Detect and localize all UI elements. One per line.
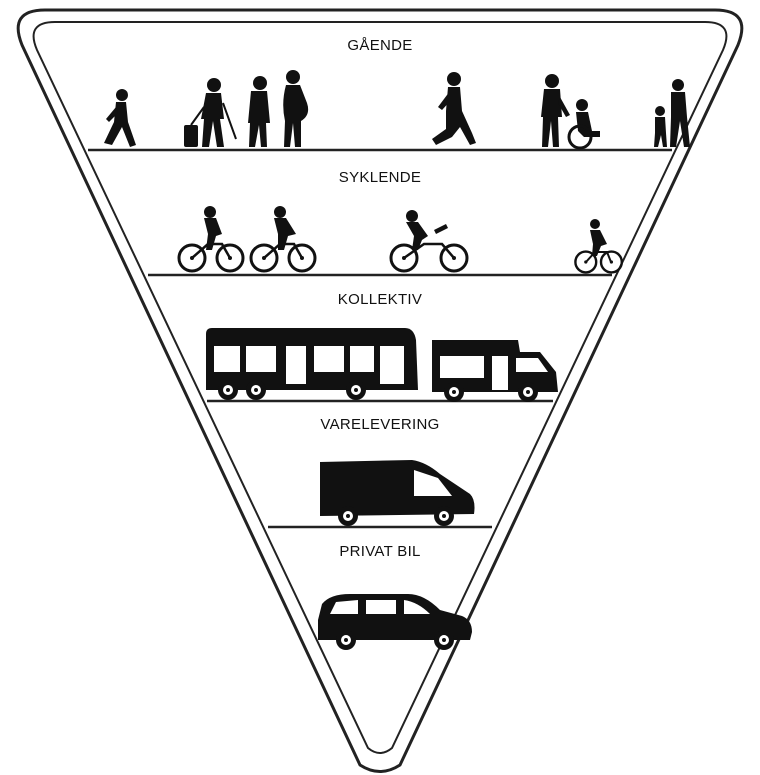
cargo-bike-icon	[391, 210, 467, 271]
tandem-cyclist-icon	[179, 206, 243, 271]
tier-label-varelevering: VARELEVERING	[320, 416, 439, 433]
minibus-icon	[432, 340, 558, 402]
person-pushing-wheelchair-icon	[541, 74, 600, 148]
person-with-suitcase-icon	[184, 78, 236, 147]
private-car-icon	[318, 594, 472, 650]
child-cyclist-icon	[575, 219, 621, 272]
tier-label-kollektiv: KOLLEKTIV	[338, 291, 422, 308]
bus-icon	[206, 328, 418, 400]
walking-person-icon	[104, 89, 136, 147]
cyclist-icon	[251, 206, 315, 271]
tier-label-syklende: SYKLENDE	[339, 169, 421, 186]
tier-label-privat-bil: PRIVAT BIL	[339, 543, 420, 560]
tier-label-gaende: GÅENDE	[347, 37, 412, 54]
elderly-person-with-cane-icon	[248, 76, 270, 147]
parent-with-child-icon	[654, 79, 690, 147]
delivery-van-icon	[320, 460, 475, 526]
pregnant-person-icon	[283, 70, 308, 147]
running-person-icon	[432, 72, 476, 145]
